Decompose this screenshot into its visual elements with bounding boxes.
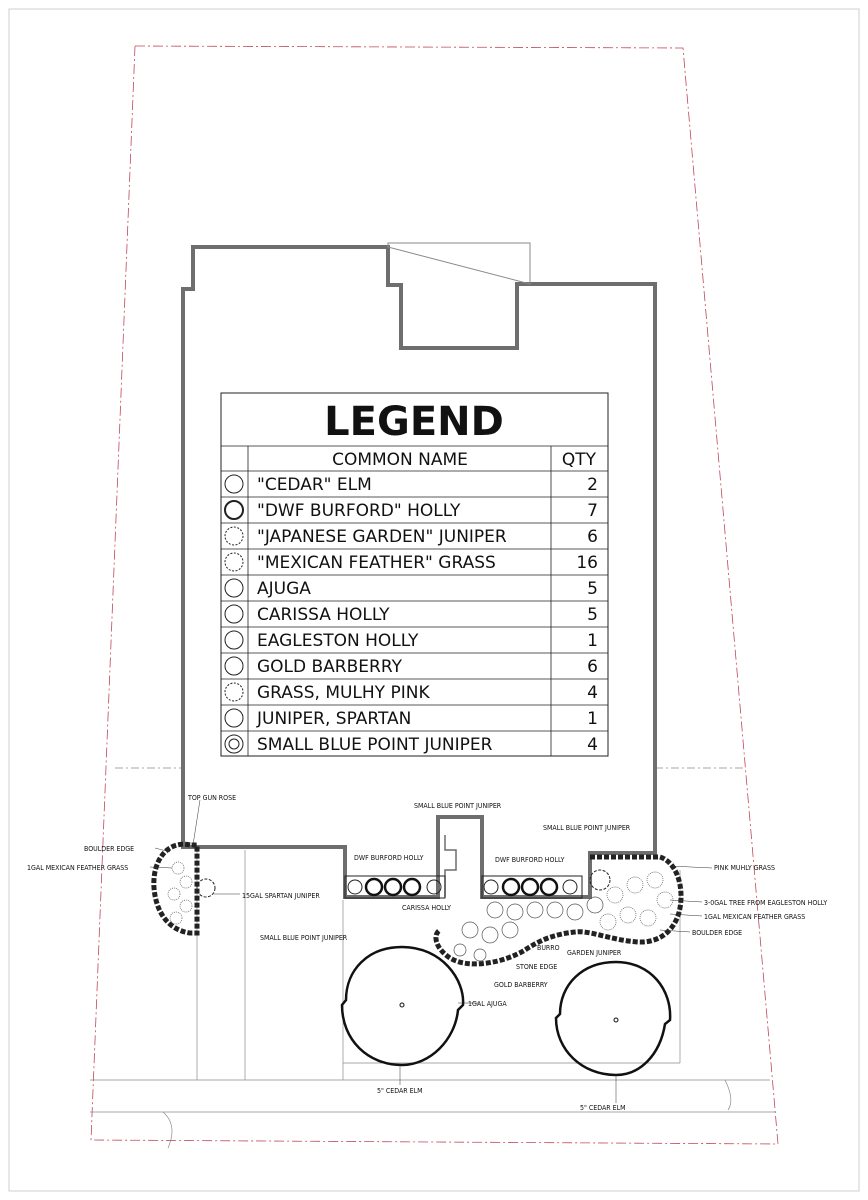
label-dwf-burford-left: DWF BURFORD HOLLY	[354, 854, 424, 862]
feather-grass-icon	[224, 552, 244, 572]
burford-row-left	[344, 875, 446, 899]
eagleston-holly-icon	[224, 630, 244, 650]
elm-tree-icon	[224, 474, 244, 494]
spartan-juniper-plant	[196, 878, 216, 898]
legend-row-name: GOLD BARBERRY	[257, 657, 403, 677]
label-burro: BURRO	[537, 944, 560, 952]
legend-row-name: "DWF BURFORD" HOLLY	[257, 501, 461, 521]
label-blue-point-right: SMALL BLUE POINT JUNIPER	[543, 824, 631, 832]
legend: LEGEND COMMON NAME QTY "CEDAR" ELM 2 "DWF …	[220, 392, 609, 757]
legend-col-qty: QTY	[562, 450, 597, 470]
entry-jog	[444, 835, 457, 897]
blue-point-juniper-inner-ring	[228, 738, 240, 750]
legend-row-name: AJUGA	[257, 579, 311, 599]
legend-row-qty: 1	[587, 631, 598, 651]
house-footprint	[181, 245, 657, 899]
patio-outline	[387, 242, 531, 285]
juniper-icon	[224, 526, 244, 546]
burford-row-right	[481, 875, 583, 899]
feather-grass-cluster-left	[167, 861, 193, 925]
barberry-icon	[224, 656, 244, 676]
label-gold-barberry: GOLD BARBERRY	[494, 981, 548, 989]
legend-row-name: SMALL BLUE POINT JUNIPER	[257, 735, 493, 755]
label-spartan-juniper: 15GAL SPARTAN JUNIPER	[242, 892, 320, 900]
boulder-edge-left	[151, 841, 200, 936]
label-pink-muhly: PINK MUHLY GRASS	[714, 864, 775, 872]
cedar-elm-right	[554, 960, 672, 1077]
blue-point-juniper-icon	[224, 734, 244, 754]
legend-row-qty: 4	[587, 683, 598, 703]
ajuga-icon	[224, 578, 244, 598]
boulder-edge-right	[433, 854, 684, 967]
muhly-grass-icon	[224, 682, 244, 702]
legend-col-name: COMMON NAME	[332, 450, 468, 470]
property-line	[90, 45, 779, 1145]
legend-row-qty: 4	[587, 735, 598, 755]
mixed-shrub-mass	[453, 869, 674, 962]
label-carissa-holly: CARISSA HOLLY	[402, 904, 451, 912]
legend-row-qty: 7	[587, 501, 598, 521]
legend-row-qty: 16	[576, 553, 598, 573]
spartan-juniper-icon	[224, 708, 244, 728]
label-boulder-edge-left: BOULDER EDGE	[84, 845, 134, 853]
label-feather-grass-right: 1GAL MEXICAN FEATHER GRASS	[704, 913, 805, 921]
label-garden-juniper: GARDEN JUNIPER	[567, 949, 622, 957]
label-top-gun-rose: TOP GUN ROSE	[187, 794, 236, 802]
label-eagleston-tree: 3-0GAL TREE FROM EAGLESTON HOLLY	[704, 899, 827, 907]
label-cedar-elm-right: 5" CEDAR ELM	[580, 1104, 626, 1112]
label-stone-edge: STONE EDGE	[516, 963, 557, 971]
legend-row-qty: 1	[587, 709, 598, 729]
label-blue-point-left: SMALL BLUE POINT JUNIPER	[260, 934, 348, 942]
label-feather-grass-left: 1GAL MEXICAN FEATHER GRASS	[27, 864, 128, 872]
sheet-border	[8, 8, 860, 1192]
carissa-holly-icon	[224, 604, 244, 624]
right-planting-bed	[433, 854, 684, 967]
legend-row-name: EAGLESTON HOLLY	[257, 631, 419, 651]
label-blue-point-center: SMALL BLUE POINT JUNIPER	[414, 802, 502, 810]
legend-title: LEGEND	[324, 399, 504, 445]
site-lines	[90, 767, 775, 1149]
label-boulder-edge-right: BOULDER EDGE	[692, 929, 742, 937]
legend-row-name: GRASS, MULHY PINK	[257, 683, 430, 703]
label-cedar-elm-left: 5" CEDAR ELM	[377, 1087, 423, 1095]
legend-row-name: JUNIPER, SPARTAN	[256, 709, 411, 729]
legend-row-qty: 6	[587, 657, 598, 677]
legend-row-name: "JAPANESE GARDEN" JUNIPER	[257, 527, 507, 547]
legend-row-name: "MEXICAN FEATHER" GRASS	[257, 553, 496, 573]
legend-row-qty: 6	[587, 527, 598, 547]
label-dwf-burford-right: DWF BURFORD HOLLY	[495, 856, 565, 864]
label-ajuga: 1GAL AJUGA	[468, 1000, 507, 1008]
legend-row-name: "CEDAR" ELM	[257, 475, 372, 495]
legend-row-qty: 5	[587, 605, 598, 625]
legend-box	[220, 392, 609, 757]
legend-row-qty: 2	[587, 475, 598, 495]
legend-row-name: CARISSA HOLLY	[257, 605, 390, 625]
cedar-elm-left	[340, 945, 465, 1067]
left-planting-bed	[151, 841, 216, 936]
holly-shrub-icon	[224, 500, 244, 520]
plan-labels: TOP GUN ROSE BOULDER EDGE 1GAL MEXICAN F…	[27, 794, 827, 1112]
legend-row-qty: 5	[587, 579, 598, 599]
callout-leaders	[149, 799, 713, 1103]
